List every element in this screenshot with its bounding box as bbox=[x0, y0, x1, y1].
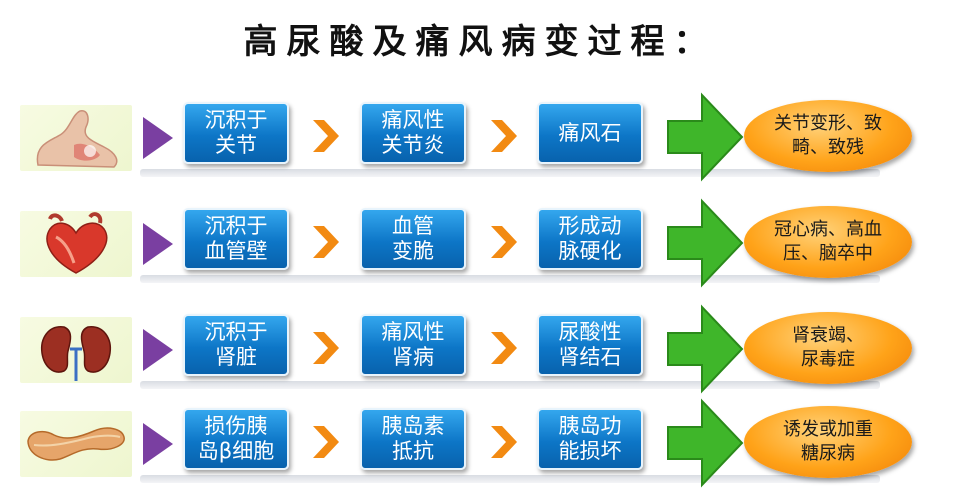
step-box: 沉积于关节 bbox=[183, 102, 289, 164]
row-band bbox=[140, 275, 880, 283]
kidney-icon bbox=[20, 317, 132, 383]
row-pointer bbox=[143, 329, 173, 371]
step-box: 损伤胰岛β细胞 bbox=[183, 408, 289, 470]
step-box: 血管变脆 bbox=[360, 208, 466, 270]
flow-row-pancreas: 损伤胰岛β细胞 胰岛素抵抗 胰岛功能损坏 诱发或加重糖尿病 bbox=[0, 398, 960, 503]
row-band bbox=[140, 381, 880, 389]
result-ellipse: 冠心病、高血压、脑卒中 bbox=[744, 206, 912, 278]
heart-icon bbox=[20, 211, 132, 277]
row-band bbox=[140, 475, 880, 483]
step-box: 形成动脉硬化 bbox=[537, 208, 643, 270]
green-arrow-icon bbox=[667, 198, 744, 288]
row-pointer bbox=[143, 223, 173, 265]
step-box: 沉积于肾脏 bbox=[183, 314, 289, 376]
pancreas-icon bbox=[20, 411, 132, 477]
chevron-right-icon bbox=[491, 426, 517, 458]
chevron-right-icon bbox=[313, 426, 339, 458]
chevron-right-icon bbox=[491, 226, 517, 258]
flow-row-kidney: 沉积于肾脏 痛风性肾病 尿酸性肾结石 肾衰竭、尿毒症 bbox=[0, 304, 960, 409]
chevron-right-icon bbox=[491, 120, 517, 152]
result-ellipse: 诱发或加重糖尿病 bbox=[744, 406, 912, 478]
row-pointer bbox=[143, 117, 173, 159]
row-pointer bbox=[143, 423, 173, 465]
step-box: 胰岛素抵抗 bbox=[360, 408, 466, 470]
step-box: 胰岛功能损坏 bbox=[537, 408, 643, 470]
green-arrow-icon bbox=[667, 398, 744, 488]
step-box: 尿酸性肾结石 bbox=[537, 314, 643, 376]
step-box: 痛风性肾病 bbox=[360, 314, 466, 376]
foot-icon bbox=[20, 105, 132, 171]
step-box: 痛风石 bbox=[537, 102, 643, 164]
chevron-right-icon bbox=[313, 226, 339, 258]
flow-row-joint: 沉积于关节 痛风性关节炎 痛风石 关节变形、致畸、致残 bbox=[0, 92, 960, 197]
green-arrow-icon bbox=[667, 92, 744, 182]
page-title: 高尿酸及痛风病变过程： bbox=[243, 22, 717, 62]
chevron-right-icon bbox=[313, 332, 339, 364]
flow-row-vessel: 沉积于血管壁 血管变脆 形成动脉硬化 冠心病、高血压、脑卒中 bbox=[0, 198, 960, 303]
step-box: 沉积于血管壁 bbox=[183, 208, 289, 270]
chevron-right-icon bbox=[313, 120, 339, 152]
green-arrow-icon bbox=[667, 304, 744, 394]
result-ellipse: 关节变形、致畸、致残 bbox=[744, 100, 912, 172]
row-band bbox=[140, 169, 880, 177]
step-box: 痛风性关节炎 bbox=[360, 102, 466, 164]
chevron-right-icon bbox=[491, 332, 517, 364]
result-ellipse: 肾衰竭、尿毒症 bbox=[744, 312, 912, 384]
